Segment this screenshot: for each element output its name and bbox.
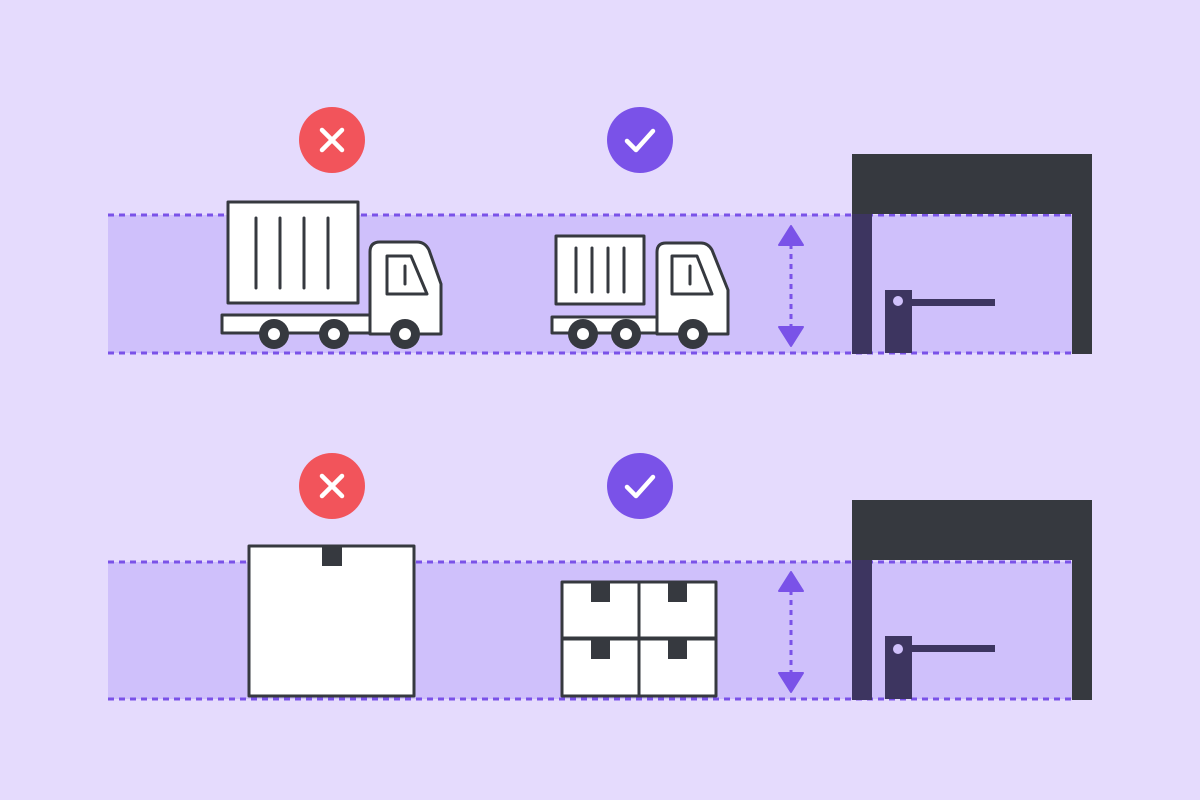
- double-arrow-icon: [778, 225, 804, 347]
- large-truck-icon: [220, 200, 443, 349]
- accept-badge: [607, 107, 673, 173]
- large-box-icon: [247, 544, 416, 698]
- reject-badge: [299, 453, 365, 519]
- reject-badge: [299, 107, 365, 173]
- accept-badge: [607, 453, 673, 519]
- row-trucks: [108, 107, 1092, 355]
- row-boxes: [108, 453, 1092, 701]
- gate-barrier-icon: [852, 500, 1092, 700]
- check-mark-icon: [624, 128, 656, 153]
- x-mark-icon: [319, 127, 345, 153]
- gate-barrier-icon: [852, 154, 1092, 354]
- stacked-boxes-icon: [560, 580, 718, 698]
- double-arrow-icon: [778, 571, 804, 693]
- x-mark-icon: [319, 473, 345, 499]
- small-truck-icon: [550, 234, 730, 349]
- check-mark-icon: [624, 474, 656, 499]
